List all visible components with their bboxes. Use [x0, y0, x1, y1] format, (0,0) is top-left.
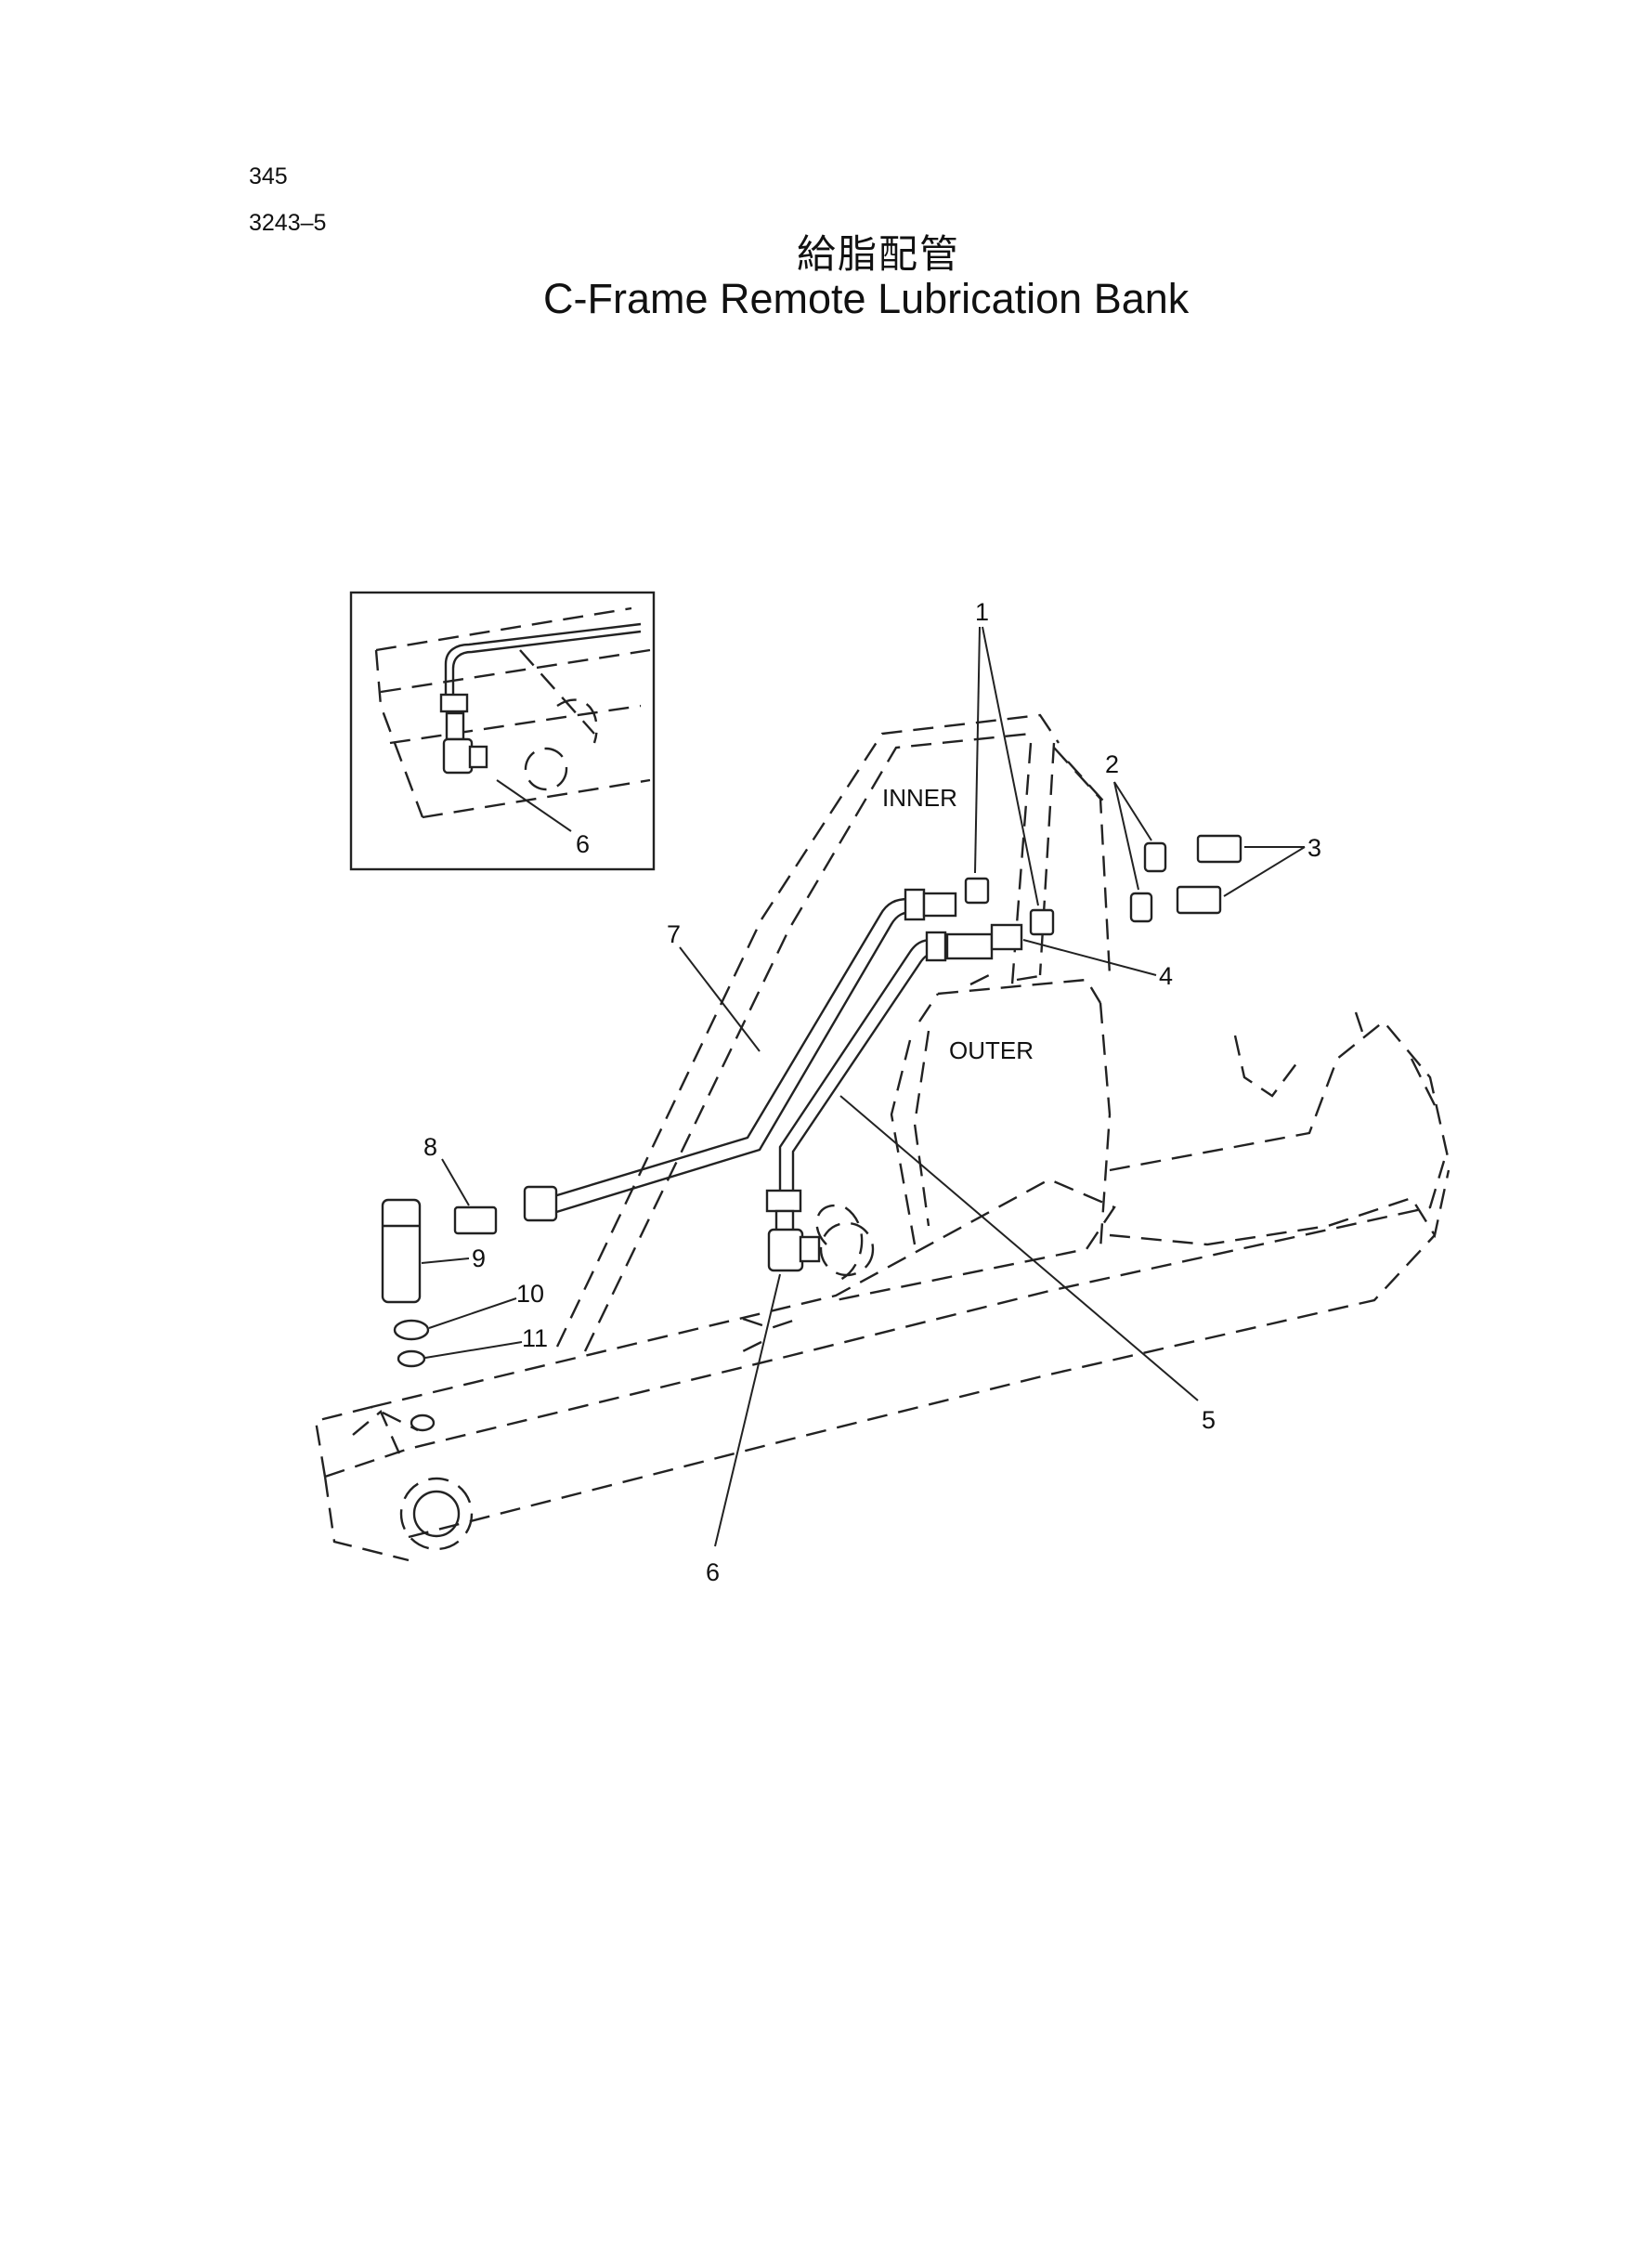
- callout-5: 5: [1202, 1406, 1216, 1434]
- fitting-body-9: [381, 1198, 422, 1304]
- inset-frame-edge: [374, 649, 424, 818]
- inset-elbow-body: [442, 737, 474, 775]
- arm-weld-detail: [733, 1317, 800, 1358]
- o-ring-11: [397, 1349, 426, 1368]
- grease-fitting-6: [774, 1209, 795, 1233]
- inset-pin-hole: [524, 747, 568, 791]
- frame-stitch: [969, 973, 1046, 986]
- leader-10: [428, 1297, 517, 1329]
- outer-frame-top: [918, 978, 1102, 1023]
- c-frame-outline: INNER OUTER: [314, 713, 1450, 1562]
- leader-2b: [1113, 781, 1139, 891]
- leader-5: [839, 1095, 1199, 1401]
- lubrication-pipes: [523, 877, 1055, 1272]
- pipe-5-nut: [925, 931, 947, 962]
- leader-1b: [982, 626, 1039, 906]
- inset-pipe: [444, 622, 642, 697]
- cap-1b: [1029, 908, 1055, 936]
- callout-6: 6: [706, 1558, 720, 1586]
- arm-end-top: [314, 1405, 419, 1478]
- inset-bracket: [519, 649, 598, 744]
- leader-7: [679, 946, 761, 1052]
- callout-1: 1: [975, 598, 989, 626]
- pipe-7: [547, 897, 909, 1200]
- inset-leader-6: [496, 779, 572, 832]
- callout-8: 8: [423, 1133, 437, 1161]
- adapter-4a: [945, 932, 994, 960]
- leader-8: [441, 1158, 470, 1206]
- arm-end-notch: [352, 1410, 401, 1454]
- title-japanese: 給脂配管: [797, 231, 961, 277]
- boom-crest: [1354, 1011, 1441, 1115]
- arm-pin-bore-outer: [399, 1477, 474, 1551]
- arm-top-edge: [371, 1178, 1116, 1409]
- leader-6: [714, 1273, 781, 1547]
- inset-detail: 6: [349, 591, 656, 871]
- callout-2: 2: [1105, 750, 1119, 778]
- loose-parts: [381, 834, 1242, 1368]
- pipe-7-adapter: [922, 892, 957, 918]
- arm-end-side: [323, 1476, 410, 1562]
- grease-nipple-3b: [1176, 885, 1222, 915]
- page-title: C-Frame Remote Lubrication Bank: [543, 275, 1190, 322]
- grease-nipple-3a: [1196, 834, 1242, 864]
- zone-label-inner: INNER: [882, 784, 957, 812]
- callout-11: 11: [522, 1324, 548, 1352]
- callout-10: 10: [516, 1280, 544, 1308]
- boom-mid-edge: [1109, 1169, 1450, 1246]
- inset-callout-6: 6: [576, 830, 590, 858]
- outer-frame-left: [890, 1030, 930, 1245]
- callout-7: 7: [667, 920, 681, 948]
- inset-elbow-outlet: [468, 745, 488, 769]
- arm-boss: [815, 1204, 864, 1283]
- adapter-4b: [990, 923, 1023, 951]
- elbow-6-body: [767, 1228, 804, 1272]
- adapter-8: [453, 1205, 498, 1235]
- callout-3: 3: [1307, 834, 1321, 862]
- boom-upper-edge: [1109, 1020, 1450, 1172]
- document-code: 3243–5: [249, 210, 327, 236]
- inner-frame-side: [1053, 747, 1112, 976]
- inner-frame-left-edge-2: [583, 732, 1032, 1352]
- leader-9: [421, 1257, 470, 1264]
- arm-boss-bore: [819, 1221, 875, 1277]
- pipe-7-nut: [904, 888, 926, 921]
- leader-4: [1022, 939, 1157, 976]
- callout-numbers: 1 2 3 4 5 6 7 8 9 10 11: [423, 598, 1321, 1586]
- inset-frame: [349, 591, 656, 871]
- leader-1a: [974, 626, 981, 874]
- inner-frame-left-edge: [555, 713, 1060, 1348]
- leader-3b: [1223, 846, 1306, 897]
- leader-11: [424, 1341, 523, 1359]
- pipe-7-inner: [553, 910, 914, 1215]
- pipe-5-inner: [791, 951, 939, 1193]
- leader-lines: [421, 626, 1306, 1547]
- arm-bottom-edge: [408, 1234, 1436, 1539]
- arm-grease-hole: [410, 1414, 436, 1432]
- zone-label-outer: OUTER: [949, 1036, 1034, 1064]
- inset-pipe-inner: [451, 630, 642, 697]
- callout-4: 4: [1159, 962, 1173, 990]
- leader-2a: [1113, 781, 1152, 841]
- cap-2b: [1129, 892, 1153, 923]
- boom-notch: [1233, 1035, 1301, 1098]
- inset-frame-outline: [375, 606, 651, 819]
- arm-front-edge: [324, 1160, 1446, 1479]
- inset-grease-fitting: [445, 711, 465, 741]
- elbow-6-outlet: [799, 1235, 821, 1263]
- cap-1a: [964, 877, 990, 905]
- cap-2a: [1143, 841, 1167, 873]
- o-ring-10: [393, 1319, 430, 1341]
- page-number: 345: [249, 163, 288, 189]
- pipe-7-end-nut: [523, 1185, 558, 1222]
- pipe-5-end-nut: [765, 1189, 802, 1213]
- arm-pin-bore-inner: [412, 1490, 461, 1538]
- callout-9: 9: [472, 1244, 486, 1272]
- inset-pipe-nut: [439, 693, 469, 713]
- outer-frame-right: [1099, 1002, 1112, 1250]
